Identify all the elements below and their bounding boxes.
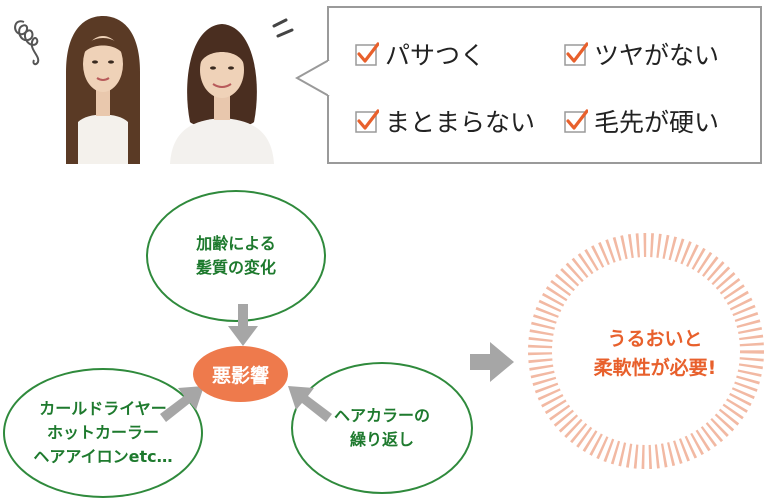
frustration-scribble-icon [10,12,50,76]
woman-photo-young [48,12,158,164]
cause-heat-tools-ellipse: カールドライヤー ホットカーラー ヘアアイロンetc… [3,368,203,498]
cause-heat-tools-text: カールドライヤー ホットカーラー ヘアアイロンetc… [33,399,173,466]
cause-aging-ellipse: 加齢による 髪質の変化 [146,190,326,322]
arrow-down-icon [228,304,258,346]
sweat-drop-icon [268,12,304,52]
checkmark-icon [355,42,379,66]
checkmark-icon [355,109,379,133]
checkmark-icon [564,42,588,66]
checklist-item-label: 毛先が硬い [594,108,720,137]
center-bad-effect-label: 悪影響 [211,364,269,387]
arrow-up-right-icon [160,386,204,422]
center-bad-effect-node: 悪影響 [193,346,288,402]
checklist-item-label: パサつく [385,41,486,70]
speech-bubble-tail [295,59,331,97]
cause-hair-color-ellipse: ヘアカラーの 繰り返し [291,362,473,494]
cause-aging-text: 加齢による 髪質の変化 [195,234,276,277]
woman-photo-mature [160,12,285,164]
checklist-item-tsuya: ツヤがない [564,36,719,72]
checklist-item-label: まとまらない [385,108,536,137]
arrow-up-left-icon [288,386,332,422]
cause-hair-color-text: ヘアカラーの 繰り返し [333,406,430,449]
speech-bubble [327,6,762,164]
checklist-item-label: ツヤがない [594,41,720,70]
checklist-item-matomaranai: まとまらない [355,103,535,139]
result-text: うるおいと 柔軟性が必要! [593,328,717,379]
checkmark-icon [564,109,588,133]
arrow-right-icon [470,342,514,382]
checklist-item-kezaki: 毛先が硬い [564,103,719,139]
result-burst-circle [528,233,764,469]
checklist-item-pasatsuku: パサつく [355,36,485,72]
